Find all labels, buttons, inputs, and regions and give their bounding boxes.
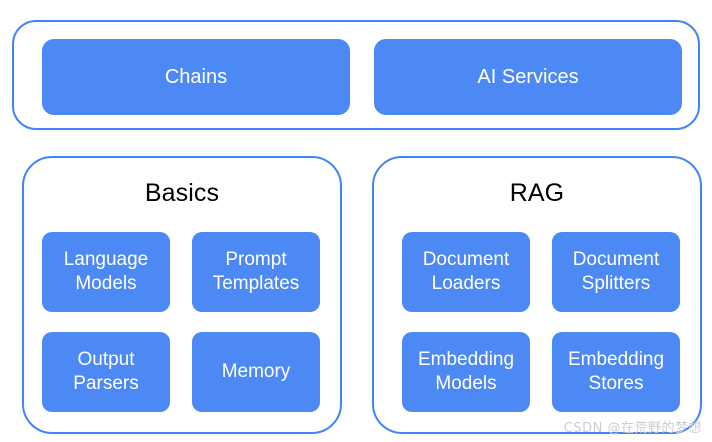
box-embedding-stores[interactable]: Embedding Stores xyxy=(552,332,680,412)
box-memory[interactable]: Memory xyxy=(192,332,320,412)
panel-rag: RAG Document Loaders Document Splitters … xyxy=(372,156,702,434)
box-language-models[interactable]: Language Models xyxy=(42,232,170,312)
box-embedding-models-label: Embedding Models xyxy=(417,349,515,394)
panel-rag-title: RAG xyxy=(509,179,565,207)
box-embedding-models[interactable]: Embedding Models xyxy=(402,332,530,412)
box-embedding-stores-label: Embedding Stores xyxy=(567,349,665,394)
panel-basics-title: Basics xyxy=(144,179,220,207)
box-ai-services[interactable]: AI Services xyxy=(374,39,682,115)
box-document-loaders[interactable]: Document Loaders xyxy=(402,232,530,312)
box-document-splitters-label: Document Splitters xyxy=(572,249,660,294)
box-document-splitters[interactable]: Document Splitters xyxy=(552,232,680,312)
box-chains[interactable]: Chains xyxy=(42,39,350,115)
box-prompt-templates-label: Prompt Templates xyxy=(212,249,300,294)
box-prompt-templates[interactable]: Prompt Templates xyxy=(192,232,320,312)
top-row-container: Chains AI Services xyxy=(12,20,700,130)
box-output-parsers-label: Output Parsers xyxy=(73,349,139,394)
box-ai-services-label: AI Services xyxy=(477,66,579,88)
box-output-parsers[interactable]: Output Parsers xyxy=(42,332,170,412)
panel-basics: Basics Language Models Prompt Templates … xyxy=(22,156,342,434)
watermark: CSDN @在荒野的梦想 xyxy=(563,421,702,436)
box-document-loaders-label: Document Loaders xyxy=(422,249,510,294)
box-language-models-label: Language Models xyxy=(63,249,149,294)
box-memory-label: Memory xyxy=(221,361,291,382)
box-chains-label: Chains xyxy=(164,66,228,88)
